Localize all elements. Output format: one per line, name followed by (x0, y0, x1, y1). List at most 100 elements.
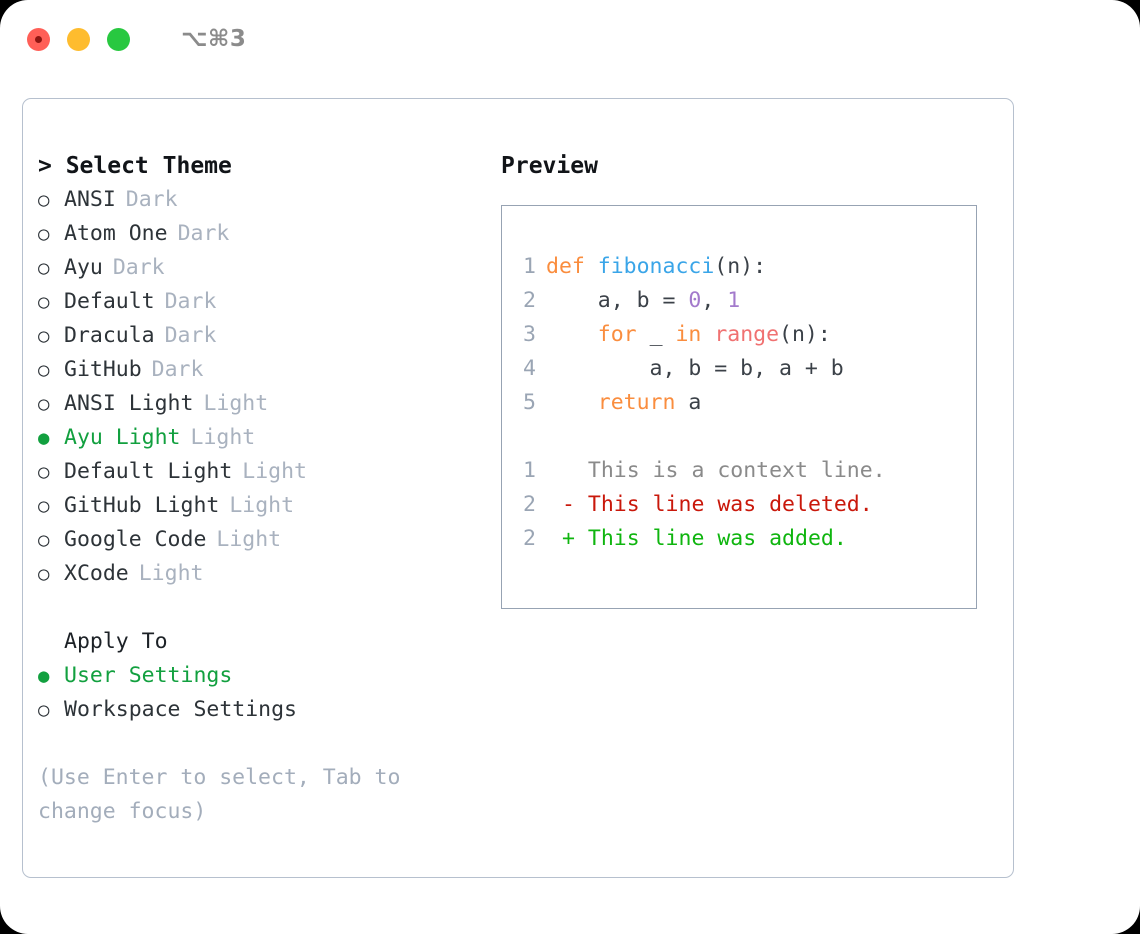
code-token-keyword: def (546, 254, 598, 279)
code-token-plain: , (701, 288, 728, 313)
section-spacer (38, 591, 478, 625)
code-line: 5 return a (502, 386, 976, 420)
code-token-plain: a, b = b, a + b (546, 356, 844, 381)
line-number: 2 (523, 492, 536, 517)
diff-line-deleted: 2- This line was deleted. (502, 488, 976, 522)
code-token-plain: a, b = (546, 288, 689, 313)
theme-option-default[interactable]: ○ Default Dark (38, 285, 478, 319)
theme-option-xcode[interactable]: ○ XCode Light (38, 557, 478, 591)
code-token-plain: (n): (714, 254, 767, 279)
apply-to-option-user-settings[interactable]: ● User Settings (38, 659, 478, 693)
theme-option-github-light[interactable]: ○ GitHub Light Light (38, 489, 478, 523)
minimize-button[interactable] (67, 27, 90, 51)
title-bar: ⌥⌘3 (0, 0, 1140, 78)
diff-line-content: This line was deleted. (574, 492, 873, 517)
code-token-builtin: range (714, 322, 780, 347)
radio-unselected-icon: ○ (38, 529, 50, 551)
diff-line-content: This is a context line. (574, 458, 886, 483)
code-token-keyword: for (597, 322, 637, 347)
code-line: 1 def fibonacci(n): (502, 250, 976, 284)
line-number: 5 (523, 390, 536, 415)
diff-marker: + (562, 526, 575, 551)
diff-sample: 1 This is a context line.2- This line wa… (502, 454, 976, 556)
theme-variant-tag: Dark (112, 255, 165, 280)
keyboard-shortcut-label: ⌥⌘3 (181, 26, 247, 52)
code-token-number: 1 (727, 288, 741, 313)
radio-unselected-icon: ○ (38, 393, 50, 415)
code-token-keyword: in (675, 322, 702, 347)
theme-option-label: GitHub Light (64, 493, 220, 518)
code-line-content: a, b = 0, 1 (546, 284, 740, 318)
theme-variant-tag: Dark (151, 357, 204, 382)
close-button[interactable] (27, 27, 50, 51)
radio-unselected-icon: ○ (38, 699, 50, 721)
theme-variant-tag: Light (138, 561, 204, 586)
theme-variant-tag: Dark (177, 221, 230, 246)
radio-unselected-icon: ○ (38, 359, 50, 381)
apply-to-heading: Apply To (64, 629, 168, 654)
line-number: 1 (523, 254, 536, 279)
traffic-light-group (27, 27, 130, 51)
radio-selected-icon: ● (38, 427, 50, 449)
line-number: 2 (523, 526, 536, 551)
theme-option-label: Default (64, 289, 155, 314)
theme-option-label: ANSI Light (64, 391, 194, 416)
radio-unselected-icon: ○ (38, 257, 50, 279)
theme-variant-tag: Light (190, 425, 256, 450)
code-token-plain: _ (636, 322, 676, 347)
radio-unselected-icon: ○ (38, 495, 50, 517)
theme-option-github[interactable]: ○ GitHub Dark (38, 353, 478, 387)
apply-to-option-list: ● User Settings ○ Workspace Settings (38, 659, 478, 727)
theme-option-default-light[interactable]: ○ Default Light Light (38, 455, 478, 489)
theme-variant-tag: Dark (164, 289, 217, 314)
page-title: > Select Theme (38, 153, 232, 179)
help-text: (Use Enter to select, Tab to change focu… (38, 765, 401, 824)
radio-unselected-icon: ○ (38, 563, 50, 585)
theme-variant-tag: Light (229, 493, 295, 518)
theme-option-label: Google Code (64, 527, 207, 552)
theme-option-label: GitHub (64, 357, 142, 382)
theme-option-label: Default Light (64, 459, 233, 484)
theme-option-label: Ayu Light (64, 425, 181, 450)
code-line-content: for _ in range(n): (546, 318, 831, 352)
diff-line-context: 1 This is a context line. (502, 454, 976, 488)
apply-to-option-label: User Settings (64, 663, 233, 688)
code-token-function: fibonacci (597, 254, 715, 279)
code-line: 2 a, b = 0, 1 (502, 284, 976, 318)
radio-unselected-icon: ○ (38, 325, 50, 347)
radio-unselected-icon: ○ (38, 291, 50, 313)
maximize-button[interactable] (107, 27, 130, 51)
theme-option-atom-one[interactable]: ○ Atom One Dark (38, 217, 478, 251)
line-number: 2 (523, 288, 536, 313)
code-token-plain: a (675, 390, 702, 415)
theme-option-label: Atom One (64, 221, 168, 246)
code-line: 3 for _ in range(n): (502, 318, 976, 352)
apply-to-option-workspace-settings[interactable]: ○ Workspace Settings (38, 693, 478, 727)
theme-variant-tag: Light (242, 459, 308, 484)
radio-unselected-icon: ○ (38, 461, 50, 483)
code-line-content: def fibonacci(n): (546, 250, 766, 284)
radio-selected-icon: ● (38, 665, 50, 687)
diff-line-content: This line was added. (574, 526, 847, 551)
line-number: 3 (523, 322, 536, 347)
radio-unselected-icon: ○ (38, 223, 50, 245)
code-line-content: return a (546, 386, 702, 420)
theme-option-ayu-light[interactable]: ● Ayu Light Light (38, 421, 478, 455)
diff-line-added: 2 + This line was added. (502, 522, 976, 556)
theme-variant-tag: Dark (164, 323, 217, 348)
apply-to-option-label: Workspace Settings (64, 697, 297, 722)
theme-option-label: XCode (64, 561, 129, 586)
